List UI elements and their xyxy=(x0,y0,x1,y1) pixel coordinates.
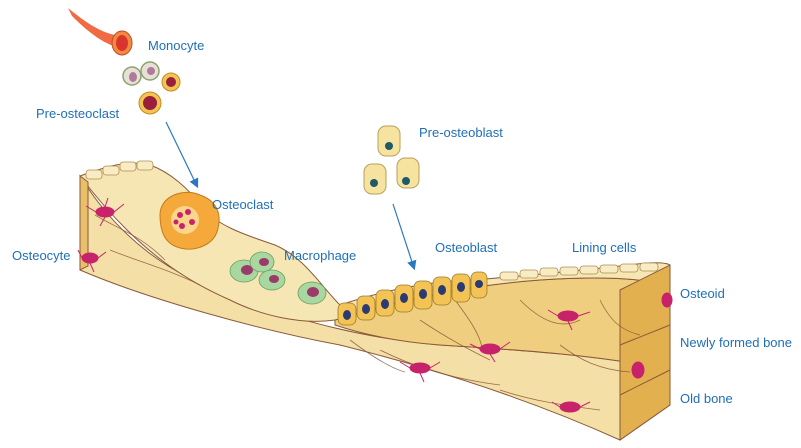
pre-osteoblast-to-osteoblast-arrow xyxy=(393,204,414,268)
pre-osteoblast-icon xyxy=(364,126,419,194)
osteoclast-icon xyxy=(160,192,219,249)
monocyte-icon xyxy=(123,62,180,114)
bone-end-face xyxy=(620,265,670,440)
osteocyte-label: Osteocyte xyxy=(12,248,71,263)
pre-osteoclast-label: Pre-osteoclast xyxy=(36,106,119,121)
osteoblast-label: Osteoblast xyxy=(435,240,497,255)
lining-cells-label: Lining cells xyxy=(572,240,636,255)
monocyte-label: Monocyte xyxy=(148,38,204,53)
pre-osteoblast-label: Pre-osteoblast xyxy=(419,125,503,140)
newly-formed-bone-label: Newly formed bone xyxy=(680,335,792,350)
osteoclast-label: Osteoclast xyxy=(212,197,273,212)
blood-vessel-icon xyxy=(68,8,132,55)
old-bone-label: Old bone xyxy=(680,391,733,406)
osteoid-label: Osteoid xyxy=(680,286,725,301)
macrophage-label: Macrophage xyxy=(284,248,356,263)
